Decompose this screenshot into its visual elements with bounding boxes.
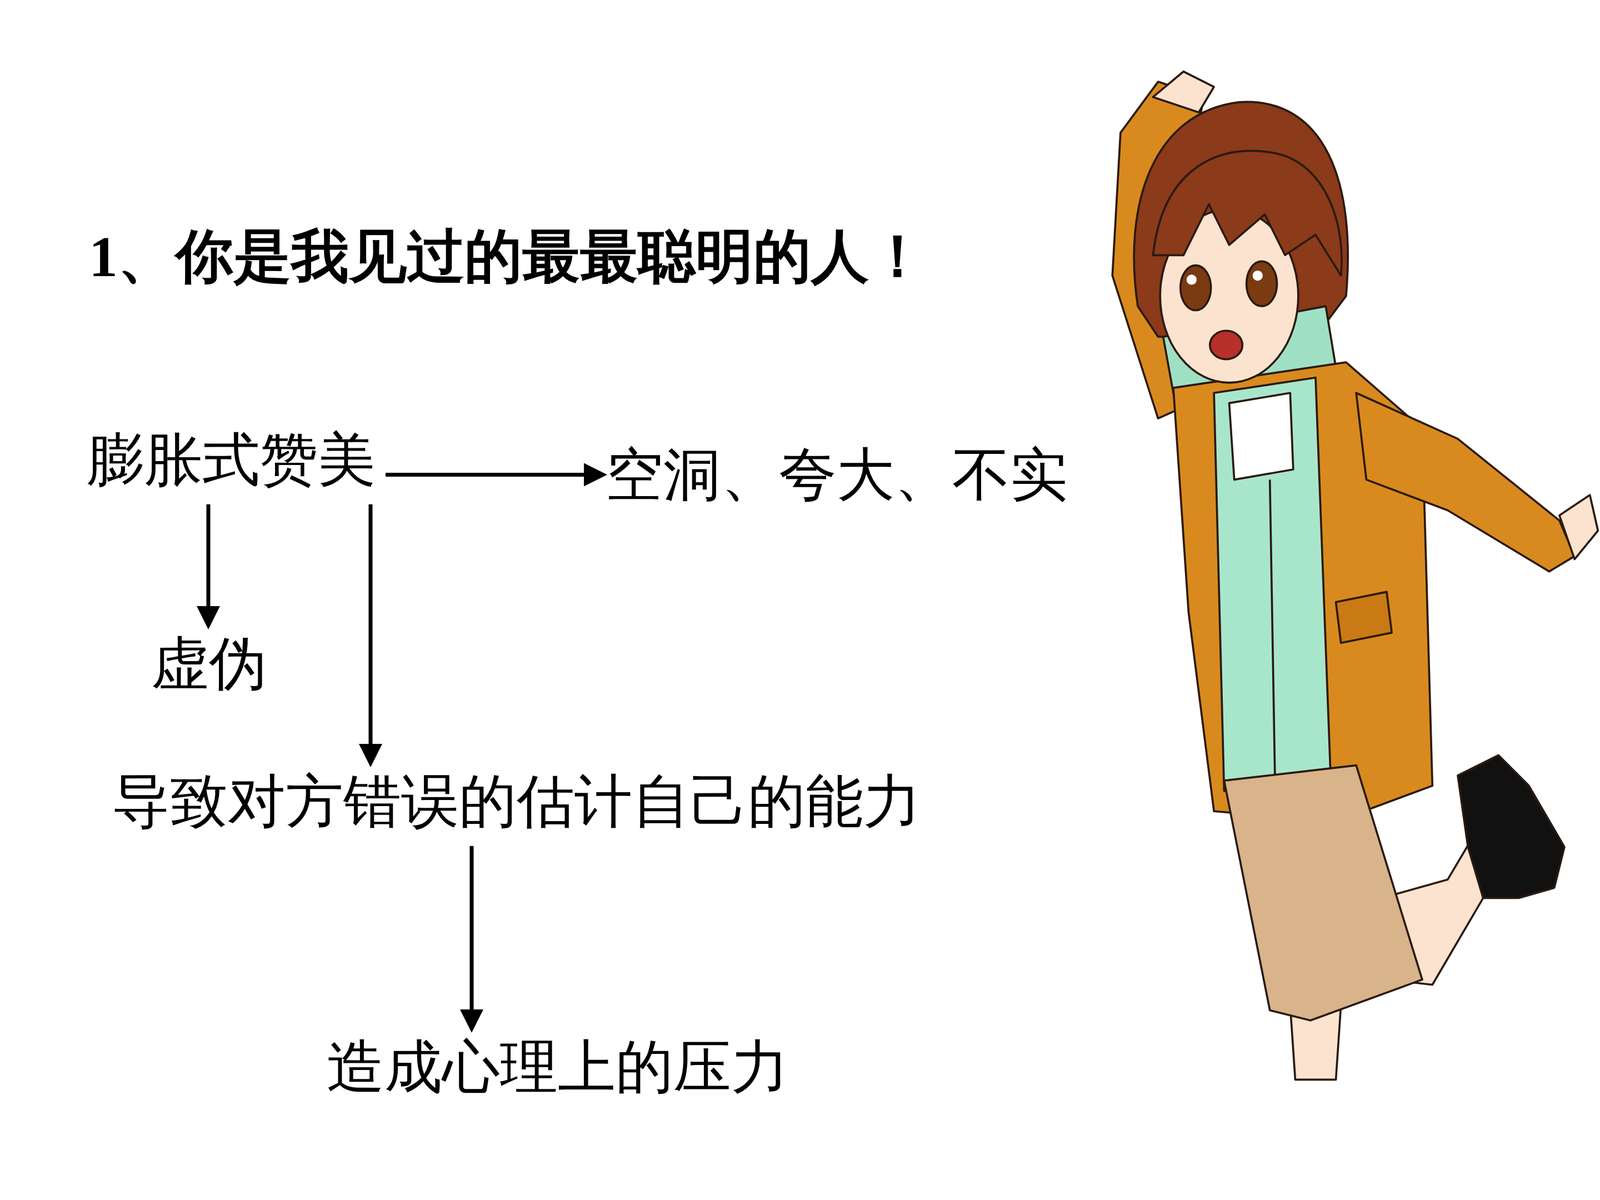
node-text: 空洞、夸大、不实 <box>605 440 1068 510</box>
text-node: 虚伪 <box>151 628 267 699</box>
arrow-connector <box>368 504 373 764</box>
node-text: 导致对方错误的估计自己的能力 <box>112 766 922 837</box>
arrow-connector <box>385 472 604 477</box>
slide-title: 1、你是我见过的最最聪明的人！ <box>88 222 927 292</box>
arrow-connector <box>470 846 474 1029</box>
girl-illustration <box>1102 51 1600 1082</box>
text-node: 造成心理上的压力 <box>326 1032 789 1102</box>
text-node: 空洞、夸大、不实 <box>605 440 1068 510</box>
node-text: 造成心理上的压力 <box>326 1032 789 1102</box>
text-node: 膨胀式赞美 <box>86 425 376 495</box>
node-text: 膨胀式赞美 <box>86 425 376 495</box>
arrow-connector <box>206 504 211 626</box>
text-node: 导致对方错误的估计自己的能力 <box>112 766 922 837</box>
node-text: 虚伪 <box>151 628 267 699</box>
